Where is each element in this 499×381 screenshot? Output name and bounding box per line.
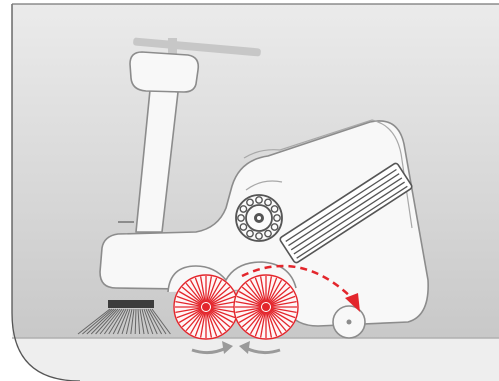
rear-wheel <box>332 305 366 339</box>
side-brush <box>77 300 171 335</box>
rotation-arrow-right <box>239 341 281 355</box>
fan-icon <box>235 194 283 242</box>
rotation-arrow-left <box>191 341 233 355</box>
frame-border <box>11 4 81 381</box>
body-contour <box>243 119 413 229</box>
main-brush-front <box>173 274 239 340</box>
body-contour-lower <box>245 180 283 191</box>
floor <box>12 313 499 381</box>
handlebar <box>133 37 261 60</box>
debris-flow-arrow <box>241 264 360 312</box>
conveyor-belt <box>279 162 413 264</box>
column-head <box>129 51 200 93</box>
main-brush-rear <box>233 274 299 340</box>
